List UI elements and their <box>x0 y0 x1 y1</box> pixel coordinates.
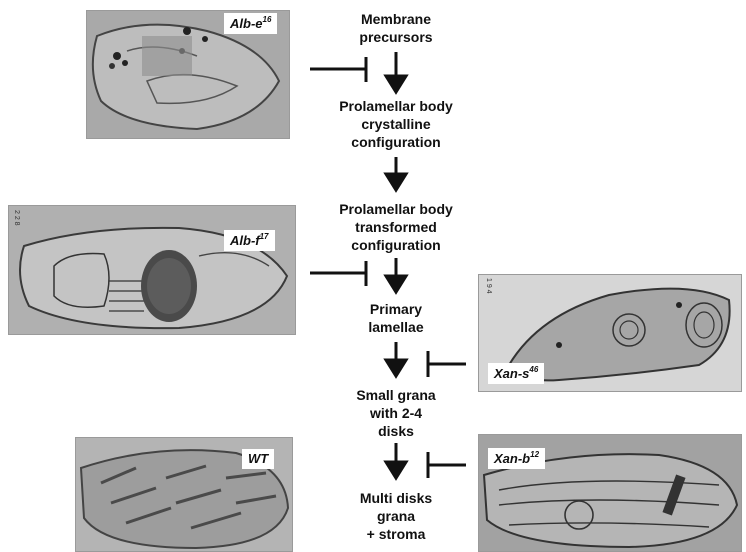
micrograph-alb-f <box>8 205 296 335</box>
alb-f-corner-mark: 2 2 8 <box>13 210 20 226</box>
step-prolamellar-transformed: Prolamellar body transformed configurati… <box>321 200 471 254</box>
step-small-grana: Small grana with 2-4 disks <box>321 386 471 440</box>
label-wt: WT <box>242 449 274 469</box>
arrowhead-1 <box>386 76 406 92</box>
arrowhead-4 <box>386 360 406 376</box>
label-alb-f: Alb-f17 <box>224 230 275 251</box>
arrowhead-5 <box>386 462 406 478</box>
step-primary-lamellae: Primary lamellae <box>321 300 471 336</box>
step-prolamellar-crystalline: Prolamellar body crystalline configurati… <box>321 97 471 151</box>
step-multi-disks-grana: Multi disks grana + stroma <box>321 489 471 543</box>
label-xan-s: Xan-s46 <box>488 363 544 384</box>
step-membrane-precursors: Membrane precursors <box>321 10 471 46</box>
arrowhead-3 <box>386 276 406 292</box>
arrowhead-2 <box>386 174 406 190</box>
label-alb-e: Alb-e16 <box>224 13 277 34</box>
xan-s-corner-mark: 1 9 4 <box>485 278 492 294</box>
label-xan-b: Xan-b12 <box>488 448 545 469</box>
